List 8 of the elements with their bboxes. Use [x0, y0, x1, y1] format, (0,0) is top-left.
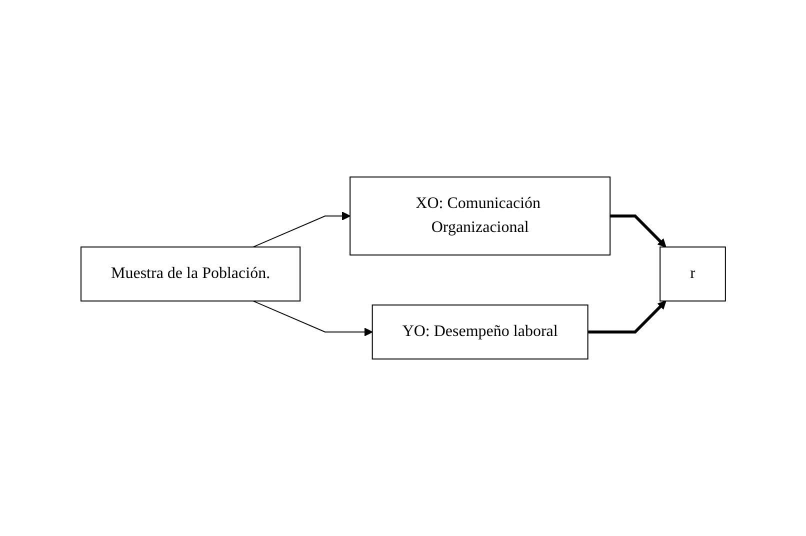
arrow — [610, 214, 666, 248]
arrow — [252, 300, 373, 336]
arrow — [252, 212, 350, 248]
node-box: Muestra de la Población. — [80, 246, 300, 302]
node-box: r — [659, 246, 726, 302]
arrow — [588, 300, 666, 334]
node-box: YO: Desempeño laboral — [372, 304, 588, 360]
node-box: XO: Comunicación Organizacional — [349, 176, 610, 256]
